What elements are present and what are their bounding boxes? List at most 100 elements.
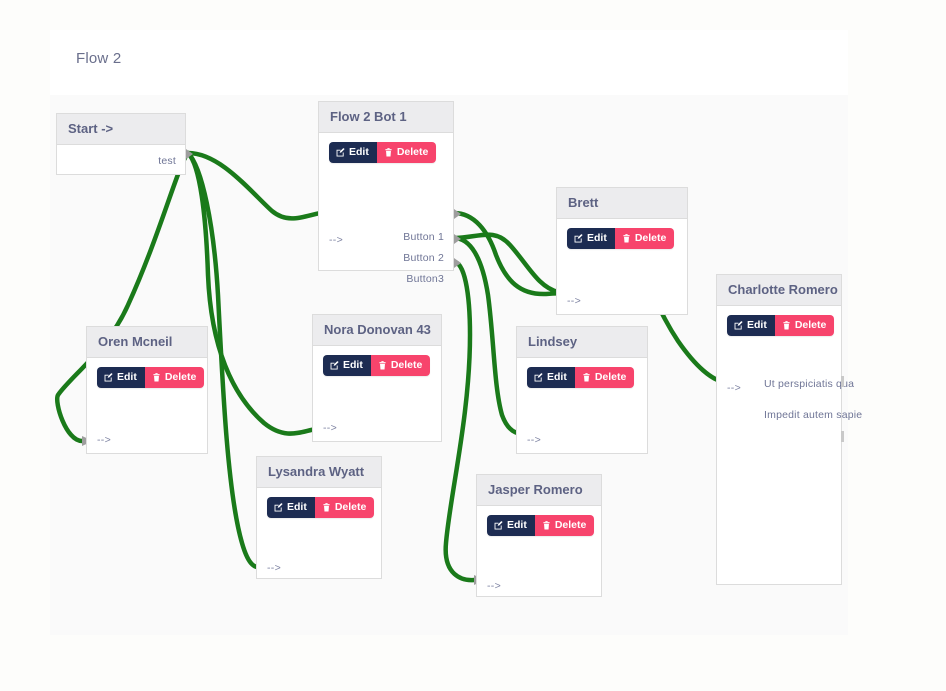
node-body: Edit Delete --> Ut perspiciatis qua Impe…: [717, 306, 863, 584]
node-body: Edit Delete --> Button 1 Button 2 Button…: [319, 133, 453, 285]
edit-button[interactable]: Edit: [267, 497, 315, 518]
node-action-buttons: Edit Delete: [323, 355, 431, 376]
page-title: Flow 2: [76, 50, 122, 67]
edge-start-to-flow2bot1: [185, 150, 329, 221]
edit-button[interactable]: Edit: [527, 367, 575, 388]
edge-button2-to-brett: [451, 232, 573, 296]
node-action-buttons: Edit Delete: [567, 228, 675, 249]
port-out-test[interactable]: test: [158, 155, 176, 167]
node-title: Nora Donovan 43: [313, 315, 441, 346]
node-action-buttons: Edit Delete: [527, 367, 635, 388]
edit-button-label: Edit: [547, 371, 567, 383]
port-out-button-1[interactable]: Button 1: [403, 231, 444, 243]
delete-button-label: Delete: [334, 501, 367, 513]
node-title: Lindsey: [517, 327, 647, 358]
node-oren-mcneil[interactable]: Oren Mcneil Edit Delete: [86, 326, 208, 454]
flow-canvas[interactable]: Start -> test Flow 2 Bot 1 Edit: [50, 95, 863, 635]
delete-button-label: Delete: [390, 359, 423, 371]
edit-button-label: Edit: [117, 371, 137, 383]
trash-icon: [622, 233, 631, 243]
node-action-buttons: Edit Delete: [727, 315, 835, 336]
node-body: Edit Delete -->: [557, 219, 687, 314]
edit-button-label: Edit: [587, 232, 607, 244]
port-in-nora[interactable]: -->: [323, 422, 338, 434]
node-body: test: [57, 145, 185, 174]
port-in-jasper[interactable]: -->: [487, 580, 502, 592]
node-action-buttons: Edit Delete: [97, 367, 205, 388]
port-out-button-2[interactable]: Button 2: [403, 252, 444, 264]
pencil-square-icon: [274, 502, 283, 512]
port-connector-icon[interactable]: [841, 431, 844, 442]
delete-button[interactable]: Delete: [574, 367, 635, 388]
delete-button[interactable]: Delete: [376, 142, 437, 163]
port-in-oren[interactable]: -->: [97, 434, 112, 446]
delete-button[interactable]: Delete: [534, 515, 595, 536]
trash-icon: [322, 502, 331, 512]
delete-button-label: Delete: [794, 319, 827, 331]
port-in-lindsey[interactable]: -->: [527, 434, 542, 446]
node-lysandra-wyatt[interactable]: Lysandra Wyatt Edit Delete: [256, 456, 382, 579]
delete-button[interactable]: Delete: [144, 367, 205, 388]
node-nora-donovan-43[interactable]: Nora Donovan 43 Edit Delete: [312, 314, 442, 442]
delete-button[interactable]: Delete: [614, 228, 675, 249]
edit-button-label: Edit: [507, 519, 527, 531]
node-flow-2-bot-1[interactable]: Flow 2 Bot 1 Edit Delete: [318, 101, 461, 285]
flow-header-card: Flow 2: [50, 30, 848, 95]
edit-button-label: Edit: [349, 146, 369, 158]
node-charlotte-romero[interactable]: Charlotte Romero Edit Delete: [716, 274, 863, 585]
port-out-button-3[interactable]: Button3: [406, 273, 444, 285]
port-in-brett[interactable]: -->: [567, 295, 582, 307]
pencil-square-icon: [104, 372, 113, 382]
port-in-flow2bot1[interactable]: -->: [329, 234, 344, 246]
port-connector-icon[interactable]: [841, 376, 844, 387]
port-connector-icon[interactable]: [454, 209, 461, 219]
output-port-list: Ut perspiciatis qua Impedit autem sapie: [764, 376, 863, 424]
edit-button[interactable]: Edit: [567, 228, 615, 249]
edit-button-label: Edit: [287, 501, 307, 513]
port-out-ut-perspiciatis-qua[interactable]: Ut perspiciatis qua: [764, 378, 855, 390]
output-port-list: test: [158, 151, 176, 172]
edge-button1-to-brett: [451, 210, 573, 297]
node-title: Jasper Romero: [477, 475, 601, 506]
edit-button[interactable]: Edit: [323, 355, 371, 376]
trash-icon: [152, 372, 161, 382]
port-in-charlotte[interactable]: -->: [727, 382, 742, 394]
edit-button[interactable]: Edit: [97, 367, 145, 388]
node-jasper-romero[interactable]: Jasper Romero Edit Delete: [476, 474, 602, 597]
node-title: Lysandra Wyatt: [257, 457, 381, 488]
edit-button[interactable]: Edit: [329, 142, 377, 163]
node-action-buttons: Edit Delete: [267, 497, 375, 518]
node-body: Edit Delete -->: [517, 358, 647, 453]
delete-button-label: Delete: [634, 232, 667, 244]
delete-button[interactable]: Delete: [774, 315, 835, 336]
port-out-impedit-autem-sapie[interactable]: Impedit autem sapie: [764, 409, 863, 421]
node-title: Charlotte Romero: [717, 275, 841, 306]
port-connector-icon[interactable]: [454, 234, 461, 244]
edit-button[interactable]: Edit: [487, 515, 535, 536]
node-action-buttons: Edit Delete: [329, 142, 437, 163]
node-brett[interactable]: Brett Edit Delete: [556, 187, 688, 315]
edit-button[interactable]: Edit: [727, 315, 775, 336]
edit-button-label: Edit: [343, 359, 363, 371]
output-port-list: Button 1 Button 2 Button3: [403, 227, 444, 290]
node-title: Start ->: [57, 114, 185, 145]
node-body: Edit Delete -->: [87, 358, 207, 453]
port-in-lysandra[interactable]: -->: [267, 562, 282, 574]
node-title: Oren Mcneil: [87, 327, 207, 358]
node-lindsey[interactable]: Lindsey Edit Delete: [516, 326, 648, 454]
port-connector-icon[interactable]: [186, 149, 193, 159]
delete-button[interactable]: Delete: [314, 497, 375, 518]
edit-button-label: Edit: [747, 319, 767, 331]
node-body: Edit Delete -->: [313, 346, 441, 441]
pencil-square-icon: [574, 233, 583, 243]
node-start[interactable]: Start -> test: [56, 113, 193, 175]
trash-icon: [782, 320, 791, 330]
delete-button-label: Delete: [554, 519, 587, 531]
delete-button[interactable]: Delete: [370, 355, 431, 376]
trash-icon: [384, 147, 393, 157]
node-body: Edit Delete -->: [477, 506, 601, 596]
node-title: Flow 2 Bot 1: [319, 102, 453, 133]
port-connector-icon[interactable]: [454, 258, 461, 268]
trash-icon: [582, 372, 591, 382]
